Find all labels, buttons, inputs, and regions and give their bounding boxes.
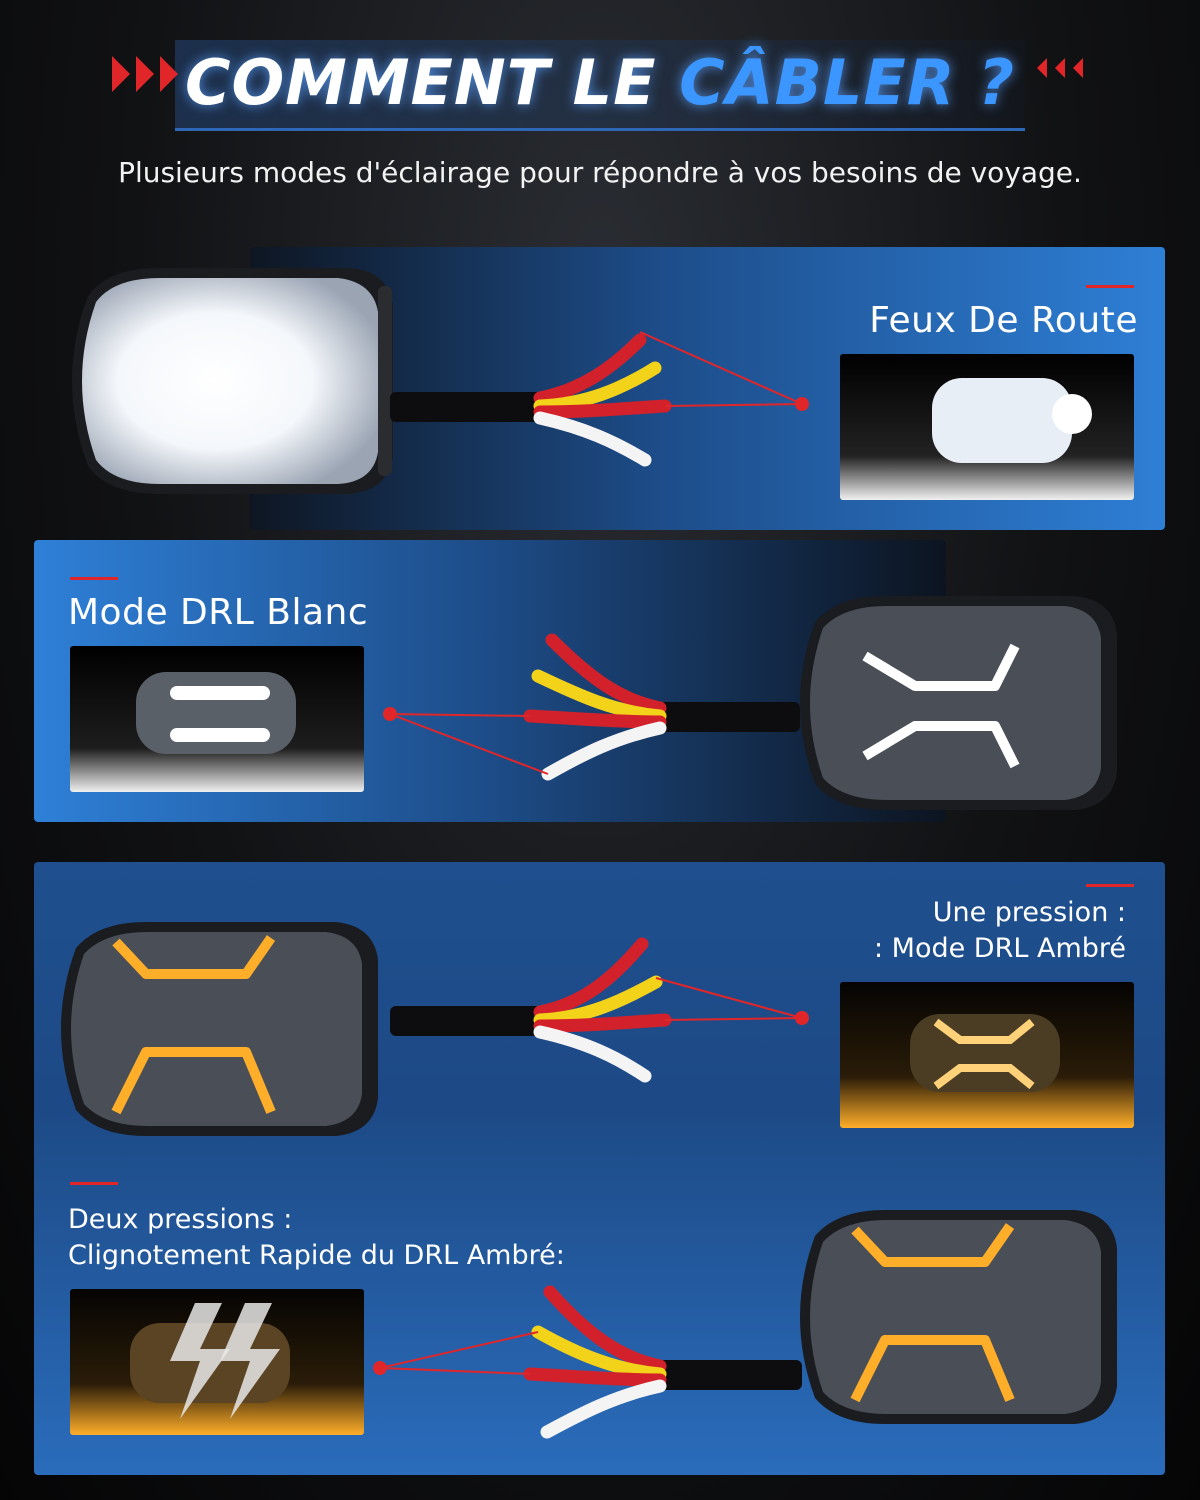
section-label-one-press: Une pression : : Mode DRL Ambré [874,895,1126,967]
section-label-high-beam: Feux De Route [869,300,1138,341]
section-label-two-press-line2: Clignotement Rapide du DRL Ambré: [68,1240,565,1271]
section-label-two-press-line1: Deux pressions : [68,1204,293,1235]
wire-bundle-2 [383,633,800,781]
lightning-icon [170,1303,230,1419]
lamp-amber-drl [61,922,378,1136]
page-subtitle: Plusieurs modes d'éclairage pour répondr… [118,156,1082,189]
section-label-two-press: Deux pressions : Clignotement Rapide du … [68,1202,565,1274]
thumb-amber-flash [70,1289,364,1435]
wire-bundle-1 [390,331,809,467]
thumb-high-beam [840,354,1134,500]
section-label-one-press-line1: Une pression : [932,897,1126,928]
red-arrows-left-icon [112,56,178,92]
section-marker [1086,884,1134,887]
lamp-high-beam-on [72,268,393,494]
section-marker [70,1182,118,1185]
section-marker [1086,285,1134,288]
wire-bundle-3 [390,937,809,1083]
page-title: COMMENT LE CÂBLER ? [0,46,1200,119]
thumb-white-drl [70,646,364,792]
red-arrows-right-icon [1037,58,1083,78]
title-banner [175,40,1025,131]
thumb-amber-drl [840,982,1134,1128]
section-label-one-press-line2: : Mode DRL Ambré [873,933,1126,964]
title-part-blue: CÂBLER ? [679,46,1016,119]
wire-bundle-4 [373,1285,802,1439]
lamp-white-drl [800,596,1117,810]
section-marker [70,577,118,580]
section-label-white-drl: Mode DRL Blanc [68,592,369,633]
title-part-white: COMMENT LE [184,46,680,119]
lamp-amber-flash [800,1210,1117,1424]
